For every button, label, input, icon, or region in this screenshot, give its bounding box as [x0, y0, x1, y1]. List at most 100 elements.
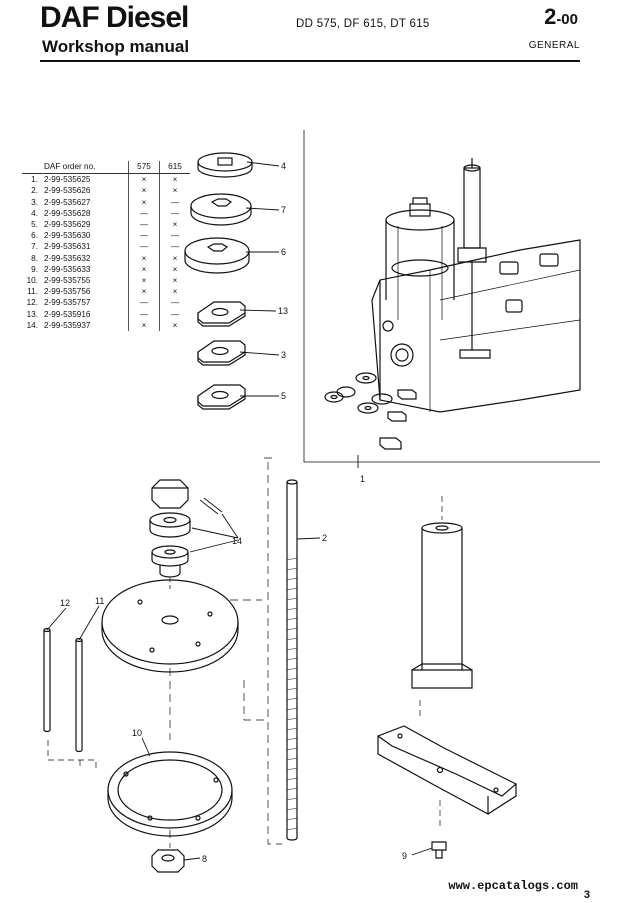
row-number: 8. — [31, 253, 38, 263]
table-row: 12.2-99-535757—— — [22, 297, 190, 309]
fit-575: × — [128, 173, 160, 186]
fit-575: × — [128, 286, 160, 298]
fit-575: — — [128, 241, 160, 253]
fit-575: — — [128, 219, 160, 231]
order-number: 2-99-535630 — [44, 231, 91, 241]
order-number: 2-99-535937 — [44, 320, 91, 330]
threaded-rod-2-drawing — [264, 457, 321, 845]
order-number: 2-99-535627 — [44, 197, 91, 207]
table-row: 3. 2-99-535627 ×— — [22, 196, 190, 208]
order-number: 2-99-535916 — [44, 309, 91, 319]
row-number: 11. — [27, 287, 38, 297]
callout-6: 6 — [281, 247, 286, 257]
fit-615: × — [159, 275, 190, 287]
row-number: 7. — [31, 242, 38, 252]
fit-615: — — [159, 308, 190, 320]
washer-5-drawing — [197, 384, 246, 410]
engine-models: DD 575, DF 615, DT 615 — [296, 18, 430, 30]
row-number: 2. — [31, 186, 38, 196]
brand-title: DAF Diesel — [40, 1, 189, 34]
table-row: 4.2-99-535628—— — [22, 207, 190, 220]
page-number: 3 — [583, 889, 590, 901]
table-row: 8. 2-99-535632 ×× — [22, 252, 190, 264]
nut-8-drawing — [151, 849, 201, 873]
fit-575: — — [128, 297, 160, 309]
table-row: 11.2-99-535756×× — [22, 286, 190, 298]
col-615: 615 — [159, 161, 190, 175]
fit-615: × — [159, 263, 190, 276]
fit-575: — — [128, 308, 160, 320]
row-number: 1. — [31, 175, 38, 185]
parts-table-body: 1.2-99-535625××2.2-99-535626××3.2-99-535… — [22, 173, 190, 332]
table-row: 14. 2-99-535937 ×× — [22, 319, 190, 332]
fit-575: × — [128, 185, 160, 197]
row-number: 9. — [31, 264, 38, 274]
header-rule — [40, 60, 580, 62]
order-number: 2-99-535632 — [44, 253, 91, 263]
fit-615: × — [159, 185, 190, 197]
fit-575: — — [128, 230, 160, 242]
bracket-drawing — [376, 725, 518, 830]
row-number: 5. — [31, 220, 38, 230]
callout-2: 2 — [322, 533, 327, 543]
fit-575: × — [128, 263, 160, 276]
fit-575: × — [128, 252, 160, 264]
table-row: 10.2-99-535755×× — [22, 275, 190, 287]
parts-table: DAF order no. 575 615 1.2-99-535625××2.2… — [22, 161, 190, 332]
fit-615: × — [159, 319, 190, 332]
base-plate-drawing — [101, 579, 239, 673]
callout-14: 14 — [232, 536, 242, 546]
callout-8: 8 — [202, 854, 207, 864]
table-row: 5.2-99-535629—× — [22, 219, 190, 231]
website-link[interactable]: www.epcatalogs.com — [448, 879, 578, 893]
table-row: 6. 2-99-535630 —— — [22, 230, 190, 242]
row-number: 13. — [26, 309, 38, 319]
col-575: 575 — [128, 161, 160, 175]
table-row: 2. 2-99-535626 ×× — [22, 185, 190, 197]
washer-13-drawing — [197, 301, 246, 327]
fit-615: — — [159, 297, 190, 309]
washer-4-drawing — [197, 152, 253, 178]
ring-10-drawing — [107, 737, 233, 837]
fit-615: — — [159, 241, 190, 253]
fit-575: × — [128, 196, 160, 208]
col-number — [22, 161, 42, 175]
section-main: 2 — [544, 4, 557, 29]
washer-3-drawing — [197, 340, 246, 366]
col-order-no: DAF order no. — [42, 161, 129, 175]
fit-575: × — [128, 275, 160, 287]
row-number: 6. — [31, 231, 38, 241]
callout-13: 13 — [278, 306, 288, 316]
fit-615: × — [159, 219, 190, 231]
row-number: 14. — [26, 320, 38, 330]
fit-575: × — [128, 319, 160, 332]
fit-615: × — [159, 252, 190, 264]
table-row: 9.2-99-535633×× — [22, 263, 190, 276]
callout-3: 3 — [281, 350, 286, 360]
fit-615: × — [159, 286, 190, 298]
fit-615: — — [159, 196, 190, 208]
row-number: 10. — [26, 276, 38, 286]
order-number: 2-99-535628 — [44, 208, 91, 218]
table-row: 1.2-99-535625×× — [22, 173, 190, 186]
section-label: GENERAL — [528, 40, 580, 51]
order-number: 2-99-535625 — [44, 175, 91, 185]
callout-10: 10 — [132, 728, 142, 738]
support-column-drawing — [411, 496, 473, 720]
callout-7: 7 — [281, 205, 286, 215]
fit-575: — — [128, 207, 160, 220]
nut-spacer-14-drawing — [149, 479, 239, 590]
row-number: 4. — [31, 208, 38, 218]
row-number: 3. — [31, 197, 38, 207]
bolt-9-drawing — [411, 841, 447, 859]
engine-block-drawing — [303, 130, 600, 468]
order-number: 2-99-535626 — [44, 186, 91, 196]
parts-table-header: DAF order no. 575 615 — [22, 161, 190, 175]
callout-4: 4 — [281, 161, 286, 171]
section-sub: -00 — [556, 11, 578, 28]
callout-1: 1 — [360, 474, 365, 484]
fit-615: — — [159, 230, 190, 242]
table-row: 13. 2-99-535916 —— — [22, 308, 190, 320]
callout-12: 12 — [60, 598, 70, 608]
